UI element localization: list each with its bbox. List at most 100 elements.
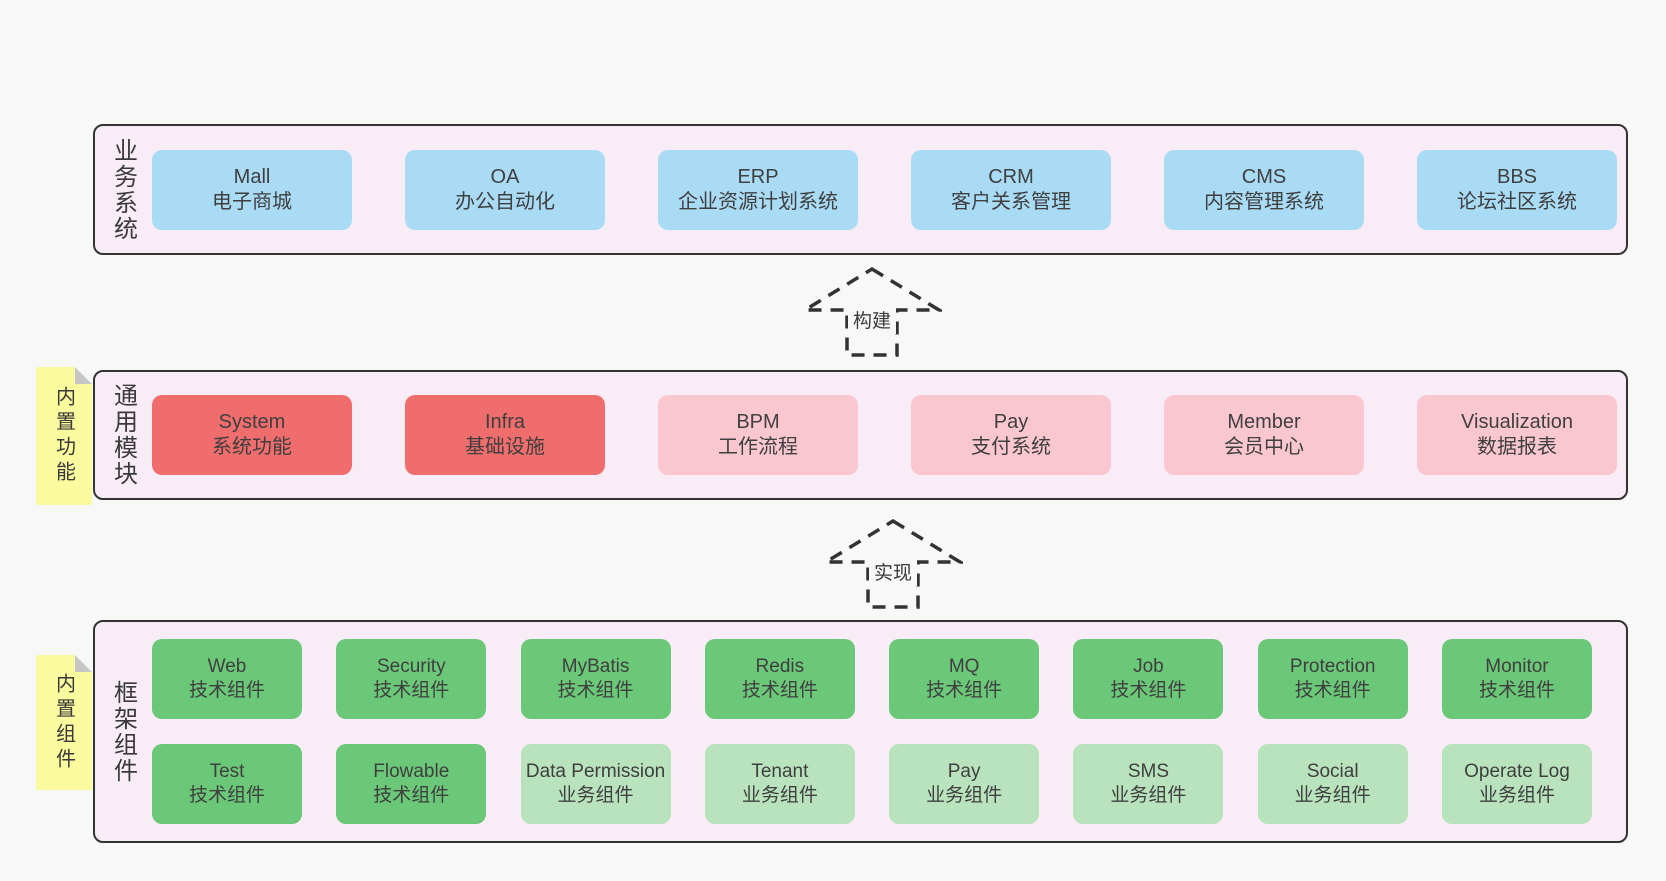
arrow-implement-outline [823, 518, 963, 609]
box-operate-log-title: Operate Log [1464, 761, 1570, 782]
box-job-subtitle: 技术组件 [1110, 680, 1187, 701]
box-mybatis: MyBatis 技术组件 [520, 639, 671, 719]
box-crm: CRM 客户关系管理 [911, 149, 1111, 230]
box-infra-title: Infra [484, 411, 526, 433]
box-redis-title: Redis [755, 656, 805, 677]
box-test-subtitle: 技术组件 [188, 785, 265, 806]
box-monitor: Monitor 技术组件 [1441, 639, 1592, 719]
box-bpm-subtitle: 工作流程 [718, 436, 798, 458]
box-sms-subtitle: 业务组件 [1110, 785, 1187, 806]
arrow-build-label: 构建 [853, 310, 891, 332]
sticky-note-built-in-features: 内置功能 [36, 367, 92, 505]
box-bbs-title: BBS [1496, 165, 1538, 188]
box-oa: OA 办公自动化 [405, 149, 605, 230]
box-pay-title: Pay [993, 411, 1029, 433]
sticky-note-built-in-features-label: 内置功能 [52, 386, 75, 486]
box-tenant-subtitle: 业务组件 [741, 785, 818, 806]
box-system-title: System [218, 411, 286, 433]
box-system: System 系统功能 [152, 395, 352, 475]
box-data-permission: Data Permission 业务组件 [520, 744, 671, 824]
box-redis-subtitle: 技术组件 [741, 680, 818, 701]
box-member-title: Member [1227, 411, 1301, 433]
box-protection-title: Protection [1289, 656, 1376, 677]
box-test: Test 技术组件 [152, 744, 302, 824]
box-member-subtitle: 会员中心 [1224, 436, 1304, 458]
box-mall-title: Mall [233, 165, 271, 188]
box-erp-title: ERP [737, 165, 779, 188]
sticky-note-built-in-components: 内置组件 [36, 655, 92, 790]
box-data-permission-subtitle: 业务组件 [557, 785, 634, 806]
box-oa-subtitle: 办公自动化 [455, 190, 555, 213]
panel-business-systems: 业务系统 Mall 电子商城 OA 办公自动化 ERP 企业资源计划系统 CRM… [93, 124, 1628, 255]
box-protection: Protection 技术组件 [1257, 639, 1408, 719]
box-test-title: Test [209, 761, 245, 782]
panel-framework-components-label: 框架组件 [109, 679, 137, 784]
box-cms-subtitle: 内容管理系统 [1204, 190, 1324, 213]
arrow-build: 构建 [802, 266, 942, 357]
box-mq-subtitle: 技术组件 [926, 680, 1003, 701]
box-visualization-title: Visualization [1461, 411, 1573, 433]
box-cms-title: CMS [1241, 165, 1287, 188]
box-mq-title: MQ [948, 656, 980, 677]
box-social-subtitle: 业务组件 [1294, 785, 1371, 806]
box-erp-subtitle: 企业资源计划系统 [678, 190, 838, 213]
arrow-implement-label: 实现 [874, 562, 912, 584]
panel-common-modules-label: 通用模块 [109, 383, 137, 487]
box-infra-subtitle: 基础设施 [465, 436, 545, 458]
box-infra: Infra 基础设施 [405, 395, 605, 475]
box-flowable-title: Flowable [373, 761, 450, 782]
box-bbs-subtitle: 论坛社区系统 [1457, 190, 1577, 213]
box-web-title: Web [207, 656, 247, 677]
sticky-note-built-in-components-label: 内置组件 [52, 672, 75, 773]
box-pay-business-subtitle: 业务组件 [926, 785, 1003, 806]
box-security-title: Security [376, 656, 446, 677]
folded-corner-icon [75, 655, 92, 672]
panel-common-modules: 通用模块 System 系统功能 Infra 基础设施 BPM 工作流程 Pay… [93, 370, 1628, 500]
box-crm-title: CRM [988, 165, 1034, 188]
box-pay-business-title: Pay [947, 761, 981, 782]
box-sms: SMS 业务组件 [1073, 744, 1224, 824]
box-social: Social 业务组件 [1257, 744, 1408, 824]
box-job-title: Job [1133, 656, 1164, 677]
box-operate-log-subtitle: 业务组件 [1478, 785, 1555, 806]
panel-framework-components: 框架组件 Web 技术组件 Security 技术组件 MyBatis 技术组件… [93, 620, 1628, 843]
box-flowable: Flowable 技术组件 [336, 744, 487, 824]
box-protection-subtitle: 技术组件 [1294, 680, 1371, 701]
panel-business-systems-label: 业务系统 [109, 137, 137, 242]
box-redis: Redis 技术组件 [704, 639, 855, 719]
box-sms-title: SMS [1127, 761, 1169, 782]
box-pay-subtitle: 支付系统 [971, 436, 1051, 458]
box-cms: CMS 内容管理系统 [1164, 149, 1364, 230]
box-erp: ERP 企业资源计划系统 [658, 149, 858, 230]
box-crm-subtitle: 客户关系管理 [951, 190, 1071, 213]
box-pay: Pay 支付系统 [911, 395, 1111, 475]
box-mall-subtitle: 电子商城 [212, 190, 292, 213]
box-security: Security 技术组件 [336, 639, 487, 719]
box-member: Member 会员中心 [1164, 395, 1364, 475]
box-bbs: BBS 论坛社区系统 [1417, 149, 1617, 230]
box-pay-business: Pay 业务组件 [889, 744, 1040, 824]
arrow-implement-label-bg [869, 558, 917, 586]
box-tenant-title: Tenant [751, 761, 809, 782]
box-mybatis-title: MyBatis [561, 656, 630, 677]
box-bpm: BPM 工作流程 [658, 395, 858, 475]
box-mall: Mall 电子商城 [152, 149, 352, 230]
box-system-subtitle: 系统功能 [212, 436, 292, 458]
arrow-build-label-bg [848, 306, 896, 334]
box-monitor-title: Monitor [1485, 656, 1549, 677]
box-web-subtitle: 技术组件 [188, 680, 265, 701]
box-tenant: Tenant 业务组件 [704, 744, 855, 824]
folded-corner-icon [75, 367, 92, 384]
box-web: Web 技术组件 [152, 639, 302, 719]
box-flowable-subtitle: 技术组件 [373, 785, 450, 806]
box-social-title: Social [1306, 761, 1359, 782]
box-oa-title: OA [490, 165, 520, 188]
box-data-permission-title: Data Permission [525, 761, 666, 782]
box-visualization-subtitle: 数据报表 [1477, 436, 1557, 458]
box-visualization: Visualization 数据报表 [1417, 395, 1617, 475]
box-mq: MQ 技术组件 [889, 639, 1040, 719]
box-operate-log: Operate Log 业务组件 [1441, 744, 1592, 824]
box-job: Job 技术组件 [1073, 639, 1224, 719]
box-bpm-title: BPM [736, 411, 780, 433]
